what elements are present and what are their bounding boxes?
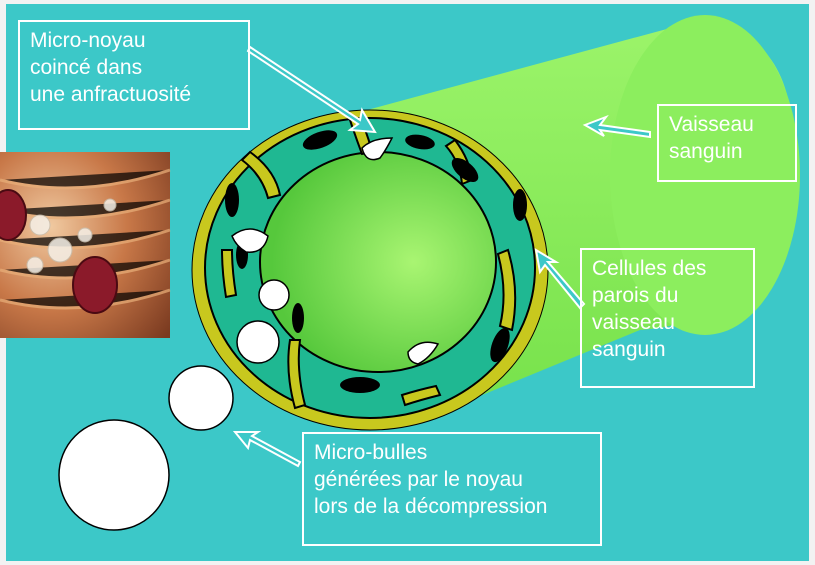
label-blood-vessel: Vaisseau sanguin	[657, 104, 797, 182]
label-line: vaisseau	[592, 309, 743, 336]
inset-photo	[0, 152, 170, 338]
label-micro-nucleus: Micro-noyau coincé dans une anfractuosit…	[18, 20, 250, 130]
label-line: Cellules des	[592, 255, 743, 282]
label-line: une anfractuosité	[30, 81, 238, 108]
label-line: parois du	[592, 282, 743, 309]
nucleus-icon	[340, 377, 380, 393]
label-line: générées par le noyau	[314, 466, 590, 493]
nucleus-icon	[292, 303, 304, 333]
label-line: Micro-noyau	[30, 27, 238, 54]
label-line: coincé dans	[30, 54, 238, 81]
label-line: sanguin	[669, 138, 785, 165]
nucleus-icon	[225, 183, 239, 217]
label-line: sanguin	[592, 336, 743, 363]
label-wall-cells: Cellules des parois du vaisseau sanguin	[580, 248, 755, 388]
bubble-icon	[169, 366, 233, 430]
bubble-icon	[59, 420, 169, 530]
label-line: Vaisseau	[669, 111, 785, 138]
label-micro-bubbles: Micro-bulles générées par le noyau lors …	[302, 432, 602, 546]
label-line: Micro-bulles	[314, 439, 590, 466]
bubble-icon	[259, 280, 289, 310]
label-line: lors de la décompression	[314, 493, 590, 520]
nucleus-icon	[513, 189, 527, 221]
bubble-icon	[237, 321, 279, 363]
